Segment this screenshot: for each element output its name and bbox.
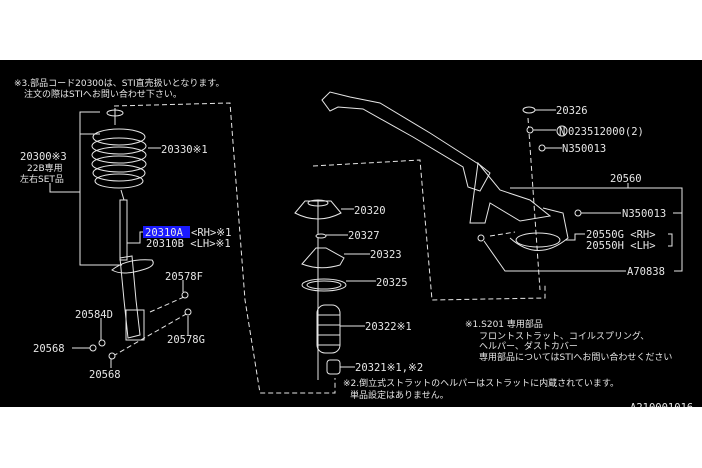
label-20326[interactable]: 20326 <box>556 105 588 117</box>
leader-20550-right <box>668 233 673 247</box>
label-n350013-b[interactable]: N350013 <box>622 208 666 220</box>
label-20568-a[interactable]: 20568 <box>33 343 65 355</box>
nut-20584d <box>98 339 106 347</box>
label-20300-set: 左右SET品 <box>20 173 64 185</box>
n-mark-circle <box>556 125 568 137</box>
strut-tower-bar <box>321 91 569 251</box>
note-1-line-2: ヘルパー、ダストカバー <box>479 340 578 352</box>
note-2-line-1: ※2.倒立式ストラットのヘルパーはストラットに内蔵されています。 <box>343 377 619 389</box>
nut-n350013-b <box>574 209 582 217</box>
leader-20300-bracket-outer <box>79 111 122 266</box>
label-20300[interactable]: 20300※3 <box>20 151 67 163</box>
nut-n350013-a <box>538 144 546 152</box>
leader-20310 <box>127 231 143 244</box>
label-20327[interactable]: 20327 <box>348 230 380 242</box>
label-20323[interactable]: 20323 <box>370 249 402 261</box>
highlight-20310a <box>143 226 190 238</box>
bolt-20578g <box>112 308 192 357</box>
leader-20300 <box>49 183 80 193</box>
label-20310a[interactable]: 20310A <box>145 227 184 239</box>
front-strut-assembly <box>91 108 154 341</box>
leader-a70838 <box>483 240 626 272</box>
label-20560[interactable]: 20560 <box>610 173 642 185</box>
note-3-line-2: 注文の際はSTIへお問い合わせ下さい。 <box>24 88 182 100</box>
label-a70838[interactable]: A70838 <box>627 266 665 278</box>
dashed-axis-right <box>527 117 541 291</box>
note-3-line-1: ※3.部品コード20300は、STI直売扱いとなります。 <box>14 77 224 89</box>
bracket-20560 <box>510 187 683 272</box>
label-20550h[interactable]: 20550H <LH> <box>586 240 656 252</box>
label-20578f[interactable]: 20578F <box>165 271 203 283</box>
label-023512000[interactable]: 023512000(2) <box>568 126 644 138</box>
label-20322[interactable]: 20322※1 <box>365 321 412 333</box>
label-20550g[interactable]: 20550G <RH> <box>586 229 656 241</box>
label-20584d[interactable]: 20584D <box>75 309 113 321</box>
nut-20568-b <box>108 352 116 360</box>
label-20310a-suffix: <RH>※1 <box>191 227 231 239</box>
note-1-title: ※1.S201 専用部品 <box>465 318 543 330</box>
bolt-20578f <box>149 291 189 313</box>
drawing-number: A210001016 <box>630 402 693 414</box>
label-20320[interactable]: 20320 <box>354 205 386 217</box>
nut-20568-a <box>89 344 97 352</box>
strut-mount-stack <box>294 199 347 380</box>
label-20330[interactable]: 20330※1 <box>161 144 208 156</box>
label-20321[interactable]: 20321※1,※2 <box>355 362 423 374</box>
leader-20550 <box>565 233 585 241</box>
note-2-line-2: 単品設定はありません。 <box>350 389 449 401</box>
n-mark: N <box>559 126 565 138</box>
note-1-line-1: フロントストラット、コイルスプリング、 <box>479 330 649 342</box>
label-20310b[interactable]: 20310B <LH>※1 <box>146 238 231 250</box>
label-20568-b[interactable]: 20568 <box>89 369 121 381</box>
note-1-line-3: 専用部品についてはSTIへお問い合わせください <box>479 351 672 363</box>
nut-023512000 <box>526 126 534 134</box>
dashed-group-left <box>113 102 336 394</box>
label-20578g[interactable]: 20578G <box>167 334 205 346</box>
label-n350013-a[interactable]: N350013 <box>562 143 606 155</box>
label-20325[interactable]: 20325 <box>376 277 408 289</box>
label-20300-note: 22B専用 <box>27 162 63 174</box>
